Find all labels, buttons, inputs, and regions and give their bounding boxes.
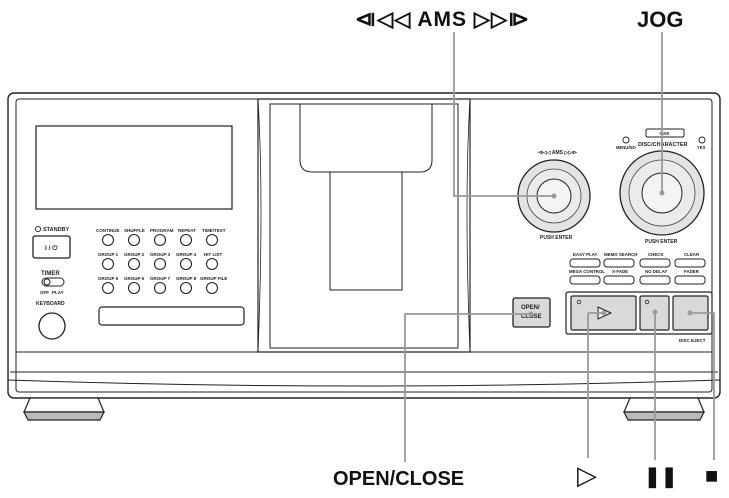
function-buttons: EASY PLAY MEMO SEARCH CHECK CLEAR MEGA C… (569, 252, 706, 285)
fader-button[interactable] (674, 275, 706, 285)
open-close-label-2: CLOSE (521, 314, 542, 320)
timer-switch-knob (43, 278, 51, 286)
callout-stop: ■ (705, 463, 719, 488)
btn-label-repeat: REPEAT (178, 228, 196, 233)
callout-open-close: OPEN/CLOSE (333, 468, 465, 490)
btn-label-group4: GROUP 4 (176, 252, 197, 257)
plus100-button[interactable] (645, 128, 685, 138)
power-button-label: I / ⏻ (45, 244, 58, 252)
group8-button[interactable] (179, 281, 193, 295)
timer-label: TIMER (41, 271, 60, 277)
btn-label-program: PROGRAM (150, 228, 174, 233)
keyboard-label: KEYBOARD (36, 301, 65, 307)
left-foot (23, 397, 105, 421)
group3-button[interactable] (153, 257, 167, 271)
group1-button[interactable] (101, 257, 115, 271)
clear-button[interactable] (674, 258, 706, 268)
right-foot (623, 397, 705, 421)
btn-label-group1: GROUP 1 (98, 252, 119, 257)
timer-off-label: OFF (40, 290, 49, 295)
fn-label-easy-play: EASY PLAY (573, 252, 597, 257)
btn-label-group6: GROUP 6 (124, 276, 145, 281)
jog-push-enter: PUSH ENTER (645, 239, 678, 245)
group-buttons: CONTINUE SHUFFLE PROGRAM REPEAT TIME/TEX… (96, 228, 227, 295)
easy-play-button[interactable] (569, 258, 601, 268)
leader-ams (453, 32, 554, 197)
group-file-button[interactable] (205, 281, 219, 295)
open-close-label-1: OPEN/ (521, 305, 540, 311)
leader-lines (404, 32, 715, 462)
check-button[interactable] (639, 258, 671, 268)
callout-play: ▷ (577, 460, 597, 490)
repeat-button[interactable] (179, 233, 193, 247)
power-button[interactable] (32, 235, 71, 259)
timer-play-label: PLAY (52, 290, 64, 295)
btn-label-group8: GROUP 8 (176, 276, 197, 281)
program-button[interactable] (153, 233, 167, 247)
btn-label-shuffle: SHUFFLE (124, 228, 145, 233)
group2-button[interactable] (127, 257, 141, 271)
btn-label-group3: GROUP 3 (150, 252, 171, 257)
menu-no-button[interactable] (622, 136, 630, 144)
disc-eject-label: DISC EJECT (679, 338, 706, 343)
yes-label: YES (697, 145, 706, 150)
ams-push-enter: PUSH ENTER (540, 235, 573, 241)
btn-label-time-text: TIME/TEXT (202, 228, 226, 233)
fn-label-no-delay: NO DELAY (645, 269, 667, 274)
display-window (35, 125, 233, 210)
play-led (576, 299, 582, 305)
group7-button[interactable] (153, 281, 167, 295)
callout-ams: ⧏◁◁ AMS ▷▷⧐ (355, 8, 531, 31)
fn-label-memo-search: MEMO SEARCH (604, 252, 637, 257)
callout-jog: JOG (637, 7, 684, 32)
btn-label-group2: GROUP 2 (124, 252, 145, 257)
pause-led (644, 299, 650, 305)
group6-button[interactable] (127, 281, 141, 295)
fn-label-mega-control: MEGA CONTROL (569, 269, 605, 274)
plus100-label: +100 (659, 131, 670, 136)
fn-label-check: CHECK (648, 252, 664, 257)
btn-label-continue: CONTINUE (96, 228, 120, 233)
leader-endpoints (528, 190, 693, 317)
no-delay-button[interactable] (639, 275, 671, 285)
group5-button[interactable] (101, 281, 115, 295)
fn-label-x-fade: X-FADE (612, 269, 628, 274)
ams-knob-label: ⧏◁◁ AMS ▷▷⧐ (538, 150, 577, 156)
group4-button[interactable] (179, 257, 193, 271)
memo-search-button[interactable] (603, 258, 635, 268)
standby-label: STANDBY (43, 227, 70, 233)
continue-button[interactable] (101, 233, 115, 247)
x-fade-button[interactable] (603, 275, 635, 285)
time-text-button[interactable] (205, 233, 219, 247)
btn-label-group5: GROUP 5 (98, 276, 119, 281)
yes-button[interactable] (698, 136, 706, 144)
fn-label-clear: CLEAR (684, 252, 700, 257)
menu-no-label: MENU/NO (616, 145, 637, 150)
shuffle-button[interactable] (127, 233, 141, 247)
standby-indicator (34, 225, 42, 233)
btn-label-hit-list: HIT LIST (204, 252, 222, 257)
btn-label-group7: GROUP 7 (150, 276, 171, 281)
hit-list-button[interactable] (205, 257, 219, 271)
leader-open-close (404, 313, 531, 462)
leader-stop (690, 312, 715, 460)
btn-label-group-file: GROUP FILE (200, 276, 227, 281)
slot-strip (98, 306, 245, 326)
keyboard-jack[interactable] (38, 312, 66, 340)
callout-pause: ❚❚ (644, 466, 678, 488)
fn-label-fader: FADER (684, 269, 700, 274)
mega-control-button[interactable] (569, 275, 601, 285)
